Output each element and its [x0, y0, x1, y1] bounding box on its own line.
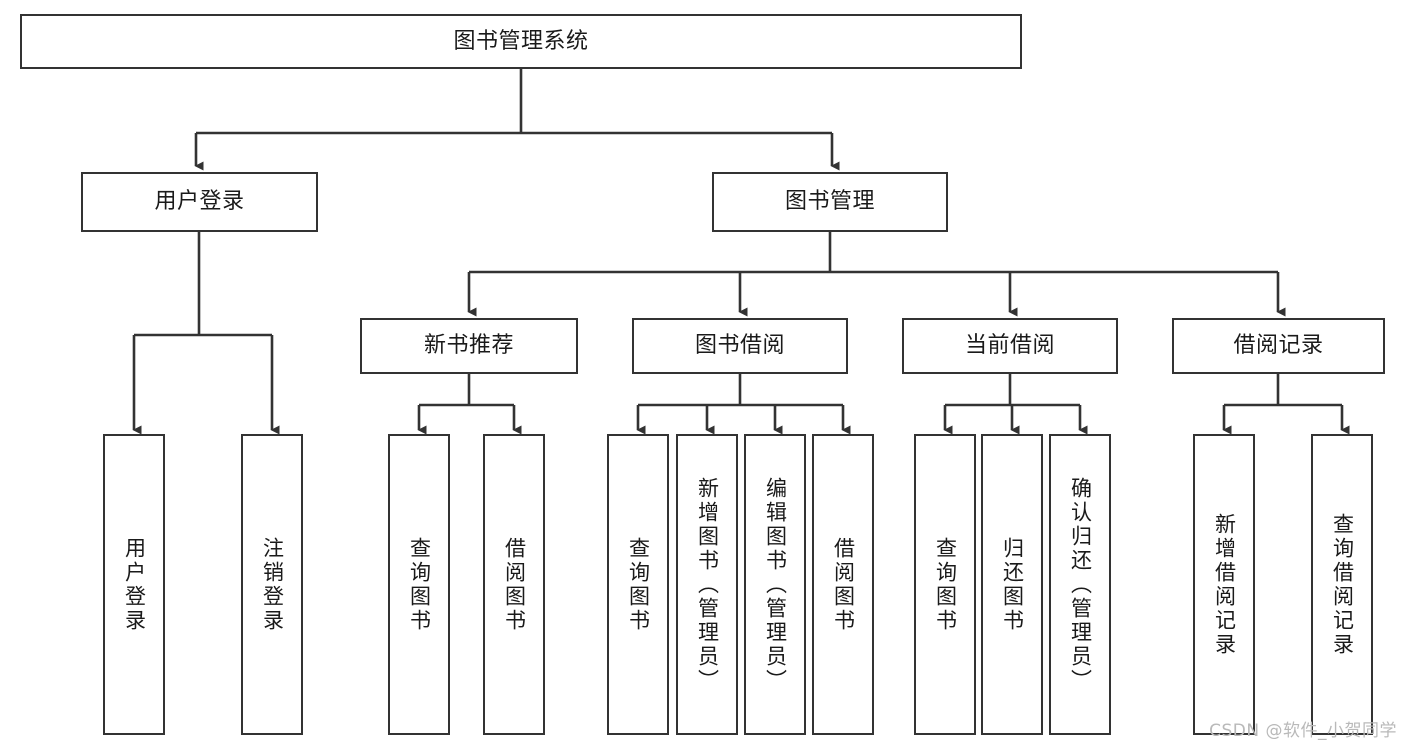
leaf-current-borrow-return[interactable]: 归还图书 — [981, 434, 1043, 735]
node-borrow-record[interactable]: 借阅记录 — [1172, 318, 1385, 374]
node-book-management-label: 图书管理 — [784, 189, 875, 215]
leaf-user-login-login[interactable]: 用户登录 — [103, 434, 165, 735]
leaf-book-borrow-query-label: 查询图书 — [626, 536, 651, 633]
leaf-new-book-query-label: 查询图书 — [407, 536, 432, 633]
leaf-borrow-record-add[interactable]: 新增借阅记录 — [1193, 434, 1255, 735]
leaf-current-borrow-confirm[interactable]: 确认归还（管理员） — [1049, 434, 1111, 735]
leaf-new-book-borrow[interactable]: 借阅图书 — [483, 434, 545, 735]
leaf-new-book-borrow-label: 借阅图书 — [502, 536, 527, 633]
leaf-book-borrow-borrow-label: 借阅图书 — [831, 536, 856, 633]
leaf-book-borrow-add[interactable]: 新增图书（管理员） — [676, 434, 738, 735]
leaf-user-login-login-label: 用户登录 — [122, 536, 147, 633]
leaf-book-borrow-edit-label: 编辑图书（管理员） — [763, 476, 788, 693]
leaf-user-login-logout-label: 注销登录 — [260, 536, 285, 633]
leaf-current-borrow-confirm-label: 确认归还（管理员） — [1068, 476, 1093, 693]
leaf-user-login-logout[interactable]: 注销登录 — [241, 434, 303, 735]
node-user-login[interactable]: 用户登录 — [81, 172, 318, 232]
csdn-watermark: CSDN @软件_小贺同学 — [1209, 721, 1397, 741]
node-new-book-recommend-label: 新书推荐 — [423, 333, 514, 359]
node-book-management[interactable]: 图书管理 — [712, 172, 948, 232]
node-book-borrow[interactable]: 图书借阅 — [632, 318, 848, 374]
node-root-label: 图书管理系统 — [453, 28, 589, 54]
leaf-book-borrow-query[interactable]: 查询图书 — [607, 434, 669, 735]
leaf-current-borrow-return-label: 归还图书 — [1000, 536, 1025, 633]
leaf-current-borrow-query-label: 查询图书 — [933, 536, 958, 633]
node-user-login-label: 用户登录 — [154, 189, 245, 215]
node-borrow-record-label: 借阅记录 — [1233, 333, 1324, 359]
leaf-borrow-record-query-label: 查询借阅记录 — [1330, 512, 1355, 657]
leaf-book-borrow-add-label: 新增图书（管理员） — [695, 476, 720, 693]
leaf-new-book-query[interactable]: 查询图书 — [388, 434, 450, 735]
node-book-borrow-label: 图书借阅 — [694, 333, 785, 359]
leaf-book-borrow-borrow[interactable]: 借阅图书 — [812, 434, 874, 735]
node-root[interactable]: 图书管理系统 — [20, 14, 1022, 69]
leaf-book-borrow-edit[interactable]: 编辑图书（管理员） — [744, 434, 806, 735]
leaf-current-borrow-query[interactable]: 查询图书 — [914, 434, 976, 735]
node-new-book-recommend[interactable]: 新书推荐 — [360, 318, 578, 374]
node-current-borrow[interactable]: 当前借阅 — [902, 318, 1118, 374]
leaf-borrow-record-add-label: 新增借阅记录 — [1212, 512, 1237, 657]
node-current-borrow-label: 当前借阅 — [964, 333, 1055, 359]
leaf-borrow-record-query[interactable]: 查询借阅记录 — [1311, 434, 1373, 735]
